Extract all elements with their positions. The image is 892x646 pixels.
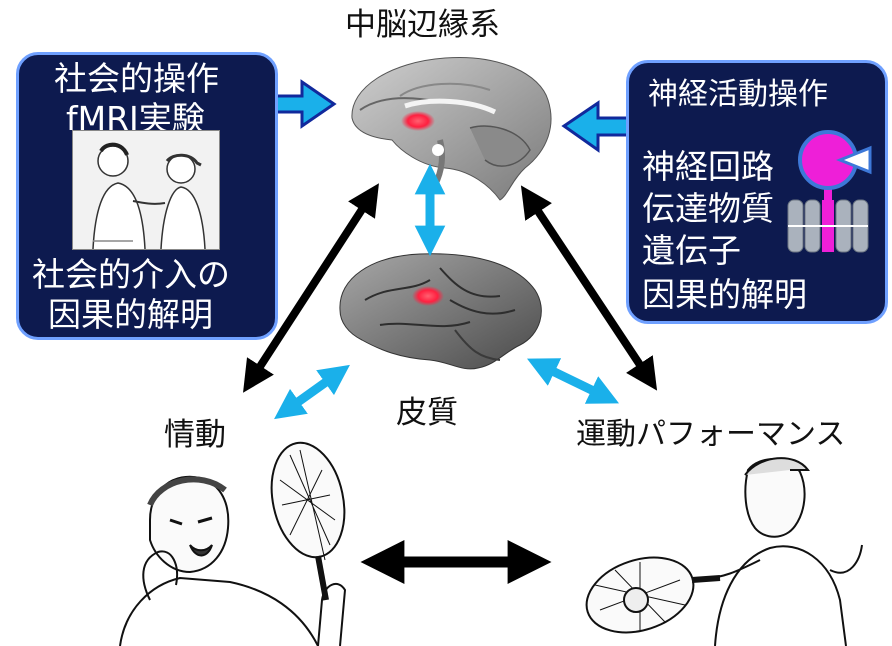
left-panel-line1: 社会的操作 [54,59,219,98]
emotion-label: 情動 [164,417,226,453]
emotion-player-illustration [119,441,347,646]
left-panel-line2: fMRI実験 [66,99,205,138]
mesolimbic-emotion-arrow [243,183,379,393]
right-panel-item-gene: 遺伝子 [642,231,741,270]
motor-player-illustration [585,457,863,646]
receptor-icon [787,130,872,253]
left-panel-line4: 因果的解明 [48,295,213,334]
left-panel-line3: 社会的介入の [32,255,230,294]
neural-manipulation-panel [626,60,888,324]
right-panel-item-causal: 因果的解明 [642,275,807,314]
motor-performance-label: 運動パフォーマンス [576,417,846,452]
coaching-scene-drawing [73,131,219,249]
mesolimbic-motor-arrow [520,185,658,391]
cortex-emotion-arrow [274,364,350,420]
right-panel-item-circuit: 神経回路 [642,147,774,186]
social-fmri-photo [72,130,220,250]
cortex-label: 皮質 [396,395,458,431]
mesolimbic-label: 中脳辺縁系 [345,7,500,43]
right-panel-item-transmitter: 伝達物質 [642,189,774,228]
cortex-motor-arrow [526,358,620,404]
right-panel-title: 神経活動操作 [648,77,828,112]
mesolimbic-brain-image [351,56,552,201]
cortex-brain-image [339,253,542,370]
